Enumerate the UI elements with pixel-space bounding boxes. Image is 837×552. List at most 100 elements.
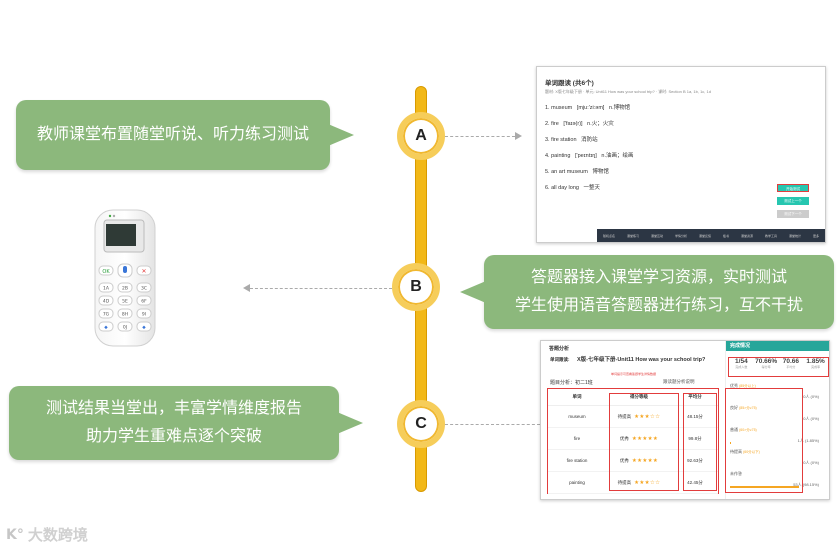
svg-text:OK: OK	[102, 269, 110, 275]
step-a-callout: 教师课堂布置随堂听说、听力练习测试	[16, 100, 354, 170]
star-rating-icon: ★★★☆☆	[634, 479, 661, 486]
word-row: 1. museum [mju:'zi:əm] n.博物馆	[545, 105, 631, 111]
star-rating-icon: ★★★★★	[631, 457, 659, 464]
row-grade: 待提高	[617, 413, 632, 419]
step-letter-b: B	[410, 278, 422, 295]
word-reading-title: 单词跟读 (共6个)	[545, 80, 594, 87]
stat-item: 1.85%完成率	[806, 358, 825, 369]
word-row: 3. fire station 消防站	[545, 137, 598, 143]
toolbar-item[interactable]: 课堂统计	[788, 233, 801, 238]
word-score-table: 单词 得分等级 平均分 museum 待提高★★★☆☆ 48.15分 fire …	[547, 388, 719, 494]
analysis-note: 单词提示可查看答题学生详情数据	[611, 372, 657, 376]
row-grade: 优秀	[619, 457, 629, 463]
answer-analysis-screenshot: 答题分析 单词跟读: X版-七年级下册-Unit11 How was your …	[540, 340, 830, 500]
svg-text:2B: 2B	[122, 286, 128, 292]
book-title: X版-七年级下册-Unit11 How was your school trip…	[577, 357, 706, 363]
table-row[interactable]: fire station 优秀★★★★★ 92.63分	[548, 450, 718, 472]
level-item[interactable]: 优秀 (85分以上) 0人 (0%)	[730, 383, 819, 399]
table-row[interactable]: fire 优秀★★★★★ 99.8分	[548, 428, 718, 450]
connector-b	[250, 288, 392, 289]
svg-text:8H: 8H	[122, 312, 128, 318]
explain-link[interactable]: 跟读题分析说明	[663, 379, 695, 384]
col-average: 平均分	[688, 394, 702, 399]
stat-item: 70.66%得分率	[755, 358, 778, 369]
toolbar-item[interactable]: 教学工具	[764, 233, 777, 238]
col-word: 单词	[572, 394, 582, 399]
toolbar-item[interactable]: 板书	[722, 233, 729, 238]
row-grade: 待提高	[617, 479, 632, 485]
toolbar-item[interactable]: 课堂互动	[650, 233, 663, 238]
connector-c	[445, 424, 540, 425]
toolbar-item[interactable]: 学情分析	[674, 233, 687, 238]
level-item[interactable]: 待提高 (60分以下) 0人 (0%)	[730, 449, 819, 465]
row-score: 99.8分	[688, 435, 702, 441]
level-item[interactable]: 普通 (60>分≥75) 1人 (1.85%)	[730, 427, 819, 444]
row-score: 42.45分	[687, 479, 703, 485]
word-row: 6. all day long 一整天	[545, 185, 601, 191]
step-c-line-1: 测试结果当堂出，丰富学情维度报告	[45, 400, 302, 417]
step-node-a: A	[397, 112, 445, 160]
toolbar-item[interactable]: 更多	[812, 233, 819, 238]
word-row: 2. fire ['faɪə(r)] n.火；火灾	[545, 121, 614, 127]
svg-text:9I: 9I	[142, 312, 146, 318]
classroom-toolbar: 随机点名 课堂练习 课堂互动 学情分析 课堂反馈 板书 课堂资源 教学工具 课堂…	[597, 229, 825, 242]
word-list: 1. museum [mju:'zi:əm] n.博物馆 2. fire ['f…	[545, 103, 633, 199]
col-grade: 得分等级	[630, 394, 648, 399]
watermark-text: 大数跨境	[27, 527, 88, 544]
svg-text:5E: 5E	[122, 299, 128, 305]
toolbar-item[interactable]: 课堂练习	[626, 233, 639, 238]
row-grade: 优秀	[619, 435, 629, 441]
svg-text:4D: 4D	[103, 299, 110, 305]
svg-text:◆: ◆	[104, 326, 108, 331]
connector-a-arrow-icon	[515, 132, 522, 140]
svg-text:3C: 3C	[141, 286, 147, 292]
svg-text:1A: 1A	[103, 286, 110, 292]
watermark: K° 大数跨境	[6, 524, 88, 545]
level-list: 优秀 (85分以上) 0人 (0%) 良好 (85>分≥75) 0人 (0%) …	[726, 383, 829, 493]
row-word: painting	[569, 480, 585, 485]
svg-text:◆: ◆	[142, 326, 146, 331]
completion-title: 完成情况	[726, 341, 829, 351]
previous-test-button[interactable]: 测试上一个	[777, 197, 809, 205]
word-row: 4. painting ['peɪntɪŋ] n.油画；绘画	[545, 153, 634, 159]
row-score: 48.15分	[687, 413, 703, 419]
table-row[interactable]: painting 待提高★★★☆☆ 42.45分	[548, 472, 718, 494]
watermark-logo-icon: K°	[6, 526, 24, 543]
step-b-callout: 答题器接入课堂学习资源，实时测试 学生使用语音答题器进行练习，互不干扰	[460, 255, 834, 329]
step-letter-c: C	[415, 415, 427, 432]
connector-a	[445, 136, 515, 137]
voice-clicker-device-icon: OK ✕ 1A 2B 3C 4D 5E 6F 7G 8H 9I ◆ 0J ◆	[94, 209, 156, 347]
analysis-header: 答题分析	[549, 346, 570, 352]
level-bar	[730, 442, 731, 444]
level-item[interactable]: 良好 (85>分≥75) 0人 (0%)	[730, 405, 819, 421]
word-reading-subtitle: 题材: X版七年级下册 · 单元: Unit11 How was your sc…	[545, 89, 711, 94]
star-rating-icon: ★★★☆☆	[634, 413, 661, 420]
row-word: museum	[568, 414, 586, 419]
toolbar-item[interactable]: 课堂反馈	[698, 233, 711, 238]
table-row[interactable]: museum 待提高★★★☆☆ 48.15分	[548, 406, 718, 428]
row-score: 92.63分	[687, 457, 703, 463]
svg-text:0J: 0J	[123, 325, 127, 331]
level-item[interactable]: 未作答 53人 (98.15%)	[730, 471, 819, 488]
toolbar-item[interactable]: 课堂资源	[740, 233, 753, 238]
row-word: fire	[573, 436, 581, 441]
step-a-line-1: 教师课堂布置随堂听说、听力练习测试	[36, 126, 309, 143]
star-rating-icon: ★★★★★	[631, 435, 659, 442]
next-test-button[interactable]: 测试下一个	[777, 210, 809, 218]
toolbar-item[interactable]: 随机点名	[602, 233, 615, 238]
step-b-line-2: 学生使用语音答题器进行练习，互不干扰	[514, 297, 803, 314]
step-b-line-1: 答题器接入课堂学习资源，实时测试	[530, 269, 787, 286]
step-letter-a: A	[415, 127, 427, 144]
connector-b-arrow-icon	[243, 284, 250, 292]
step-c-line-2: 助力学生重难点逐个突破	[85, 428, 262, 445]
step-node-c: C	[397, 400, 445, 448]
table-header: 单词 得分等级 平均分	[548, 389, 718, 406]
row-word: fire station	[566, 458, 588, 463]
start-test-button[interactable]: 开始测试	[777, 184, 809, 192]
svg-text:✕: ✕	[141, 268, 146, 275]
level-bar	[730, 486, 799, 488]
